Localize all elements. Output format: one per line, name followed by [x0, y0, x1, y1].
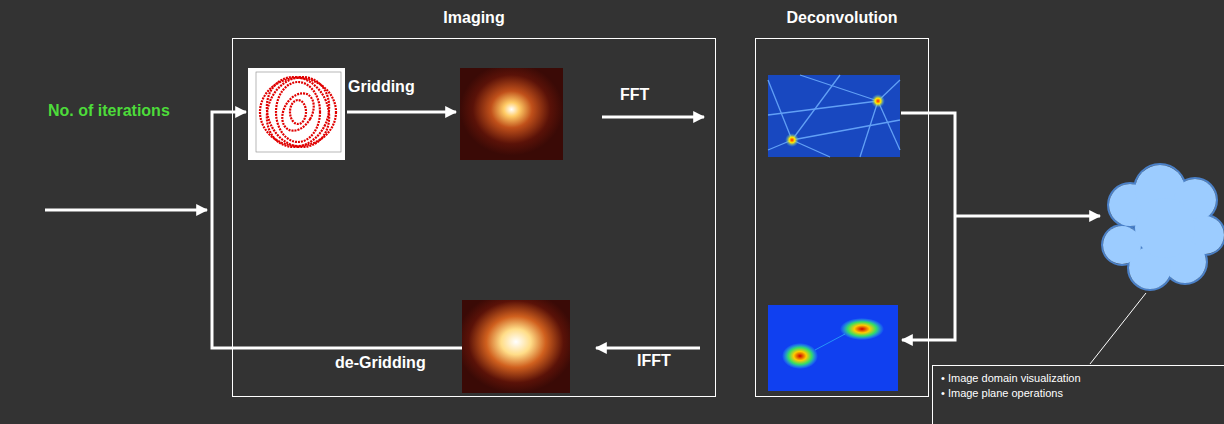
stage-box: Deconvolution [755, 38, 929, 397]
arrow-label: Gridding [348, 78, 415, 96]
stage-title: Imaging [233, 9, 715, 27]
output-cloud [1102, 164, 1224, 290]
note-text: • Image plane operations [941, 386, 1216, 401]
note-text: • Image domain visualization [941, 371, 1216, 386]
loop-label: No. of iterations [48, 102, 170, 120]
arrow-label: FFT [620, 86, 649, 104]
clean-image [768, 305, 898, 391]
arrow-label: de-Gridding [335, 354, 426, 372]
arrow-label: IFFT [637, 352, 671, 370]
flow-arrows [45, 112, 1100, 348]
uv-coverage-plot [248, 67, 345, 160]
stage-title: Deconvolution [756, 9, 928, 27]
note-box: • Image domain visualization• Image plan… [932, 365, 1224, 424]
gridded-image [460, 68, 563, 160]
dirty-image [768, 75, 900, 157]
degridded-image [462, 300, 570, 393]
leader-line [1090, 293, 1146, 364]
